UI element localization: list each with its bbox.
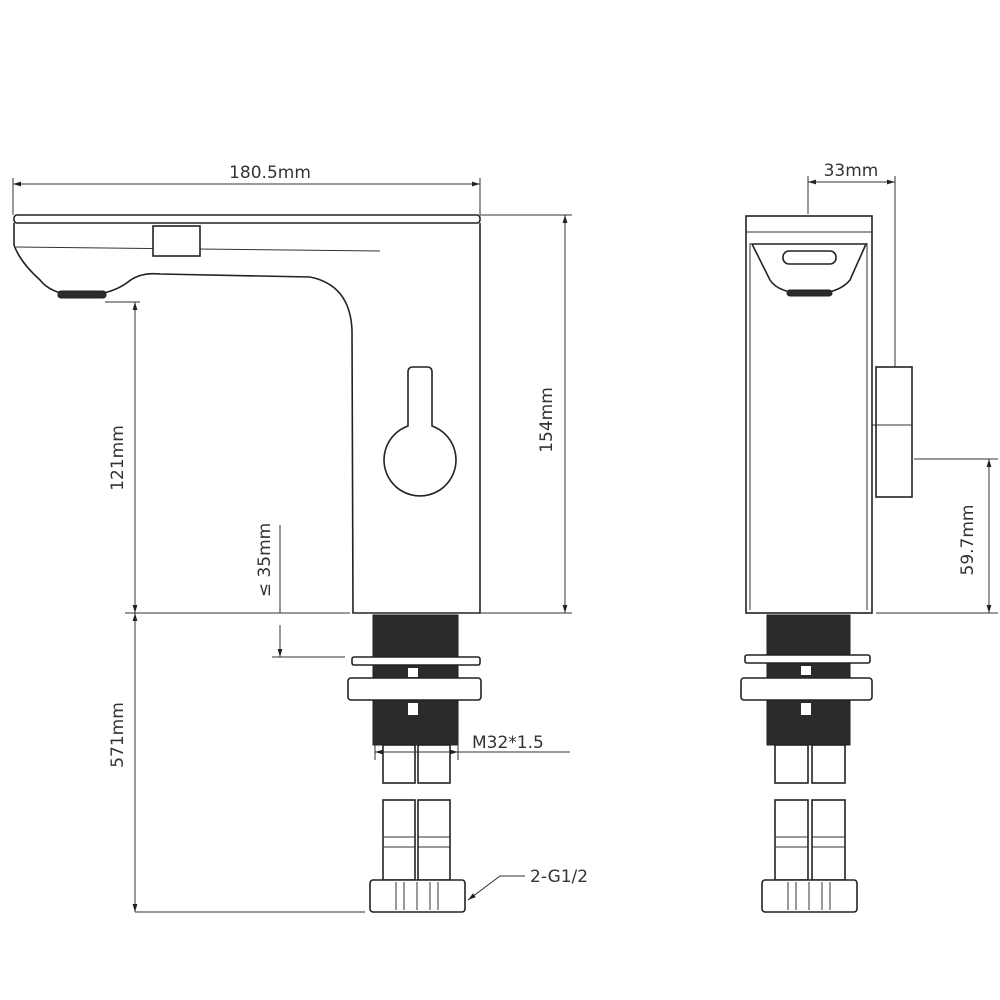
side-washer: [744, 654, 871, 664]
top-plate: [13, 214, 481, 224]
side-view: [740, 215, 913, 913]
sensor-window: [152, 225, 201, 257]
lock-nut: [347, 677, 482, 701]
dim-body-height: 154mm: [537, 387, 557, 453]
hose-upper-right: [417, 744, 451, 784]
dim-overall-length: 180.5mm: [229, 163, 311, 183]
dim-connection: 2-G1/2: [530, 867, 588, 887]
front-dimensions: 180.5mm 154mm 121mm 571mm ≤ 35mm M32*1.5…: [12, 163, 588, 913]
side-lock-nut: [740, 677, 873, 701]
dim-hose-length: 571mm: [108, 702, 128, 768]
hose-upper-left: [382, 744, 416, 784]
dim-deck-thickness: ≤ 35mm: [255, 523, 275, 597]
front-view: [13, 214, 482, 913]
faucet-body-outline: [13, 223, 481, 614]
hose-lower-right: [417, 799, 451, 881]
aerator: [57, 290, 107, 299]
side-sensor-window: [782, 250, 837, 265]
hose-lower-left: [382, 799, 416, 881]
dim-thread: M32*1.5: [472, 733, 544, 753]
side-body: [745, 215, 873, 614]
dim-body-depth: 33mm: [824, 161, 879, 181]
side-dimensions: 33mm 59.7mm: [807, 161, 998, 614]
keyhole-handle: [383, 366, 457, 497]
washer: [351, 656, 481, 666]
side-aerator: [786, 289, 833, 297]
dim-handle-height: 59.7mm: [958, 505, 978, 576]
dim-spout-height: 121mm: [108, 425, 128, 491]
side-handle: [875, 366, 913, 498]
